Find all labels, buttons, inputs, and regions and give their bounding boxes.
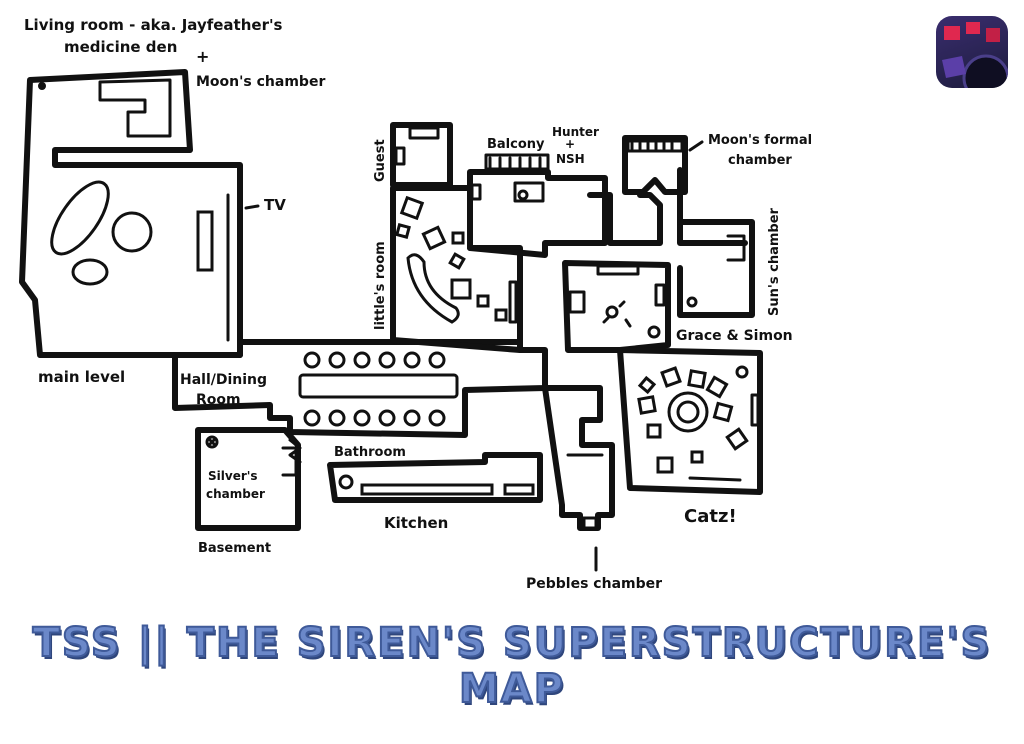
- hunter-nsh-room: [467, 153, 608, 258]
- label-room: Room: [196, 392, 241, 408]
- label-bathroom: Bathroom: [334, 445, 406, 460]
- app-icon: [936, 16, 1008, 88]
- label-silvers-chamber: chamber: [206, 487, 265, 501]
- littles-room: [390, 185, 523, 353]
- label-formal-chamber: chamber: [728, 153, 792, 168]
- living-room: [19, 69, 243, 358]
- hall-dining-room: [172, 339, 548, 438]
- label-balcony: Balcony: [487, 137, 545, 152]
- label-hunter-plus: +: [565, 137, 575, 151]
- label-kitchen: Kitchen: [384, 514, 448, 532]
- leader-lines: [244, 140, 704, 572]
- dining-chairs-top: [303, 351, 446, 369]
- dining-chairs-bottom: [303, 409, 446, 427]
- kitchen: [288, 438, 543, 503]
- label-littles-room: little's room: [373, 241, 388, 330]
- catz-room: [617, 347, 763, 495]
- label-suns-chamber: Sun's chamber: [767, 207, 782, 316]
- label-nsh: NSH: [556, 152, 585, 166]
- label-basement: Basement: [198, 541, 271, 556]
- map-labels: Living room - aka. Jayfeather's medicine…: [24, 16, 812, 592]
- upper-corridor: [587, 167, 748, 246]
- map-title: TSS || THE SIREN'S SUPERSTRUCTURE'S MAP: [32, 619, 992, 713]
- label-pebbles: Pebbles chamber: [526, 576, 662, 592]
- label-hunter: Hunter: [552, 125, 599, 139]
- label-moons-formal: Moon's formal: [708, 133, 812, 148]
- label-plus: +: [196, 47, 209, 66]
- label-hall-dining: Hall/Dining: [180, 372, 267, 388]
- app-icon-art: [942, 22, 1008, 88]
- label-living-room: Living room - aka. Jayfeather's: [24, 16, 283, 34]
- label-catz: Catz!: [684, 506, 737, 527]
- label-grace-simon: Grace & Simon: [676, 328, 793, 344]
- label-main-level: main level: [38, 368, 125, 386]
- silvers-chamber: [195, 427, 301, 531]
- label-guest: Guest: [373, 139, 388, 182]
- moons-formal-chamber: [622, 135, 688, 195]
- label-medicine-den: medicine den: [64, 38, 177, 56]
- label-silvers: Silver's: [208, 469, 258, 483]
- label-moons-chamber: Moon's chamber: [196, 74, 325, 90]
- suns-chamber: [677, 219, 755, 318]
- pebbles-chamber: [542, 385, 615, 531]
- grace-simon-room: [562, 260, 671, 353]
- label-tv: TV: [264, 196, 286, 214]
- guest-room: [390, 122, 453, 188]
